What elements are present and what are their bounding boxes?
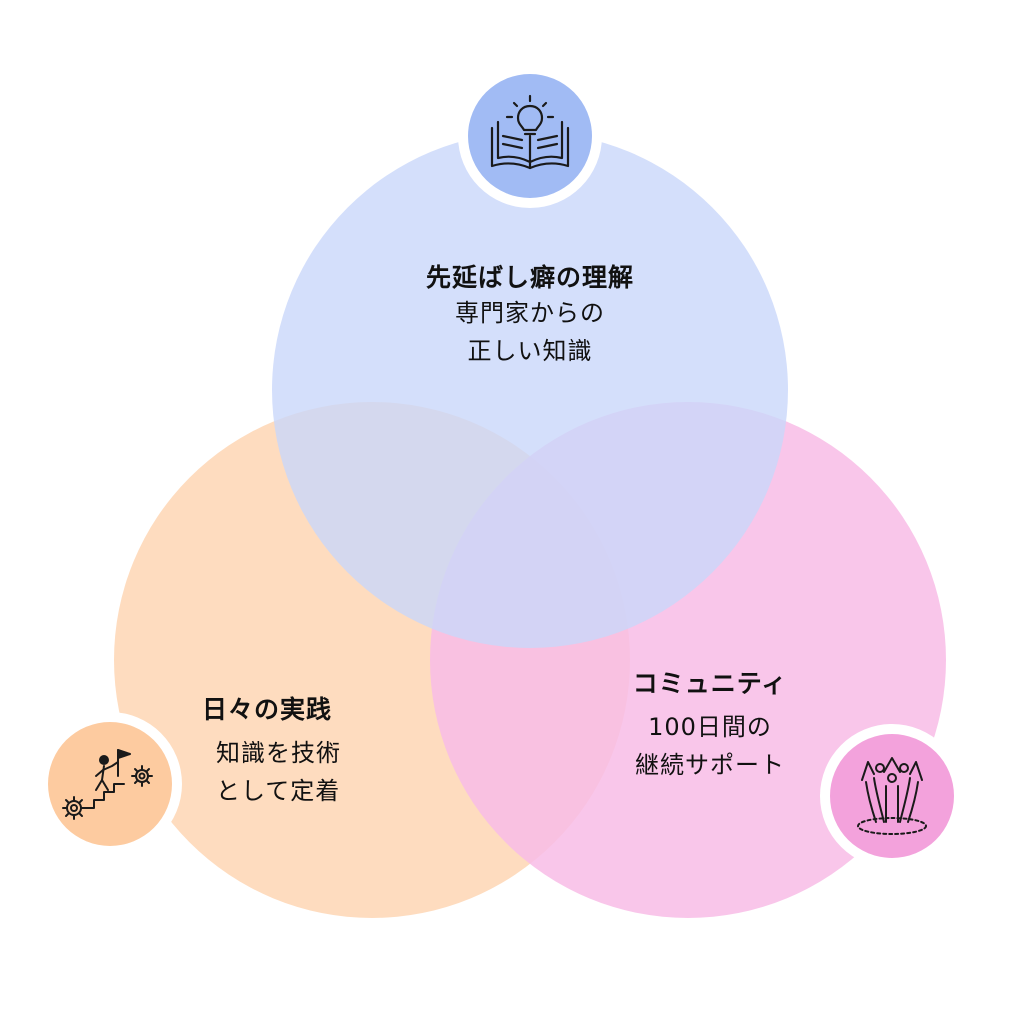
circle-top [272, 132, 788, 648]
badge-right [820, 724, 964, 868]
set-line-left-2: として定着 [216, 777, 341, 805]
label-right: コミュニティ 100日間の 継続サポート [600, 668, 820, 784]
badge-left [38, 712, 182, 856]
set-line-left-1: 知識を技術 [216, 739, 341, 767]
climber-gears-icon [62, 749, 153, 820]
set-title-left: 日々の実践 [202, 695, 333, 724]
set-line-right-1: 100日間の [648, 713, 772, 741]
community-hands-icon [857, 757, 927, 835]
set-title-top: 先延ばし癖の理解 [425, 263, 634, 292]
set-line-right-2: 継続サポート [635, 751, 785, 779]
book-lightbulb-icon [490, 94, 570, 170]
set-title-right: コミュニティ [632, 669, 788, 698]
label-top: 先延ばし癖の理解 専門家からの 正しい知識 [380, 262, 680, 370]
label-left: 日々の実践 知識を技術 として定着 [190, 694, 380, 810]
badge-top [458, 64, 602, 208]
set-line-top-2: 正しい知識 [467, 337, 593, 365]
set-line-top-1: 専門家からの [455, 299, 605, 327]
